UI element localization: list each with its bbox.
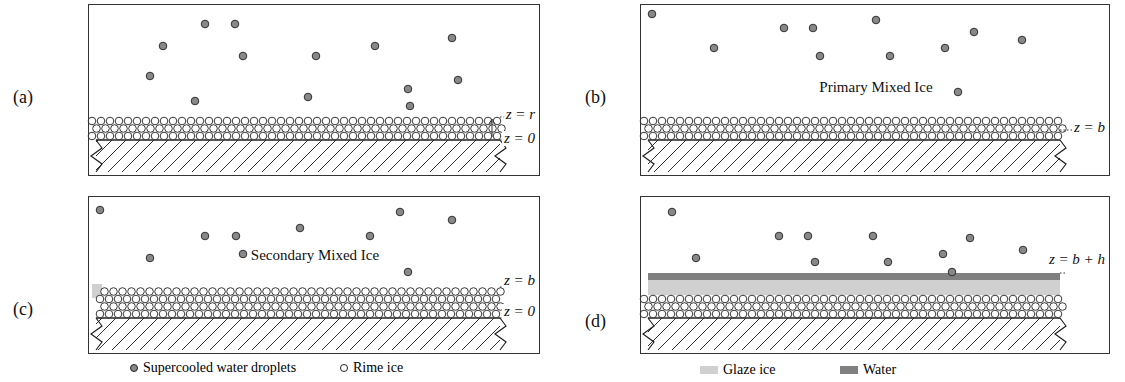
level-label: z = 0 xyxy=(502,131,537,146)
level-label: z = r xyxy=(504,107,537,122)
legend-item: Glaze ice xyxy=(700,362,775,378)
legend-item: Water xyxy=(840,362,896,378)
legend-text: Water xyxy=(863,362,896,378)
level-leaders xyxy=(500,117,1076,318)
diagram-panel: (c)Secondary Mixed Icez = bz = 0 xyxy=(88,196,540,354)
legend-text: Rime ice xyxy=(353,360,403,376)
legend-symbol xyxy=(340,364,348,372)
rime-ice xyxy=(88,117,1066,318)
level-label: z = b xyxy=(1072,120,1107,135)
legend-swatch xyxy=(840,366,858,374)
legend-swatch xyxy=(700,366,718,374)
level-label: z = 0 xyxy=(502,304,537,319)
diagram-panel: (b)Primary Mixed Icez = b xyxy=(640,4,1110,176)
diagram-panel: (d)z = b + h xyxy=(640,196,1110,354)
legend-item: Rime ice xyxy=(340,360,403,376)
water-droplets xyxy=(96,10,1027,276)
region-title: Secondary Mixed Ice xyxy=(248,247,382,264)
ice-bands xyxy=(92,273,1060,298)
legend-symbol xyxy=(130,364,138,372)
panel-label: (c) xyxy=(13,300,33,318)
r-arrow xyxy=(489,119,495,137)
legend-item: Supercooled water droplets xyxy=(130,360,296,376)
panel-label: (a) xyxy=(13,88,33,106)
panel-label: (d) xyxy=(585,312,606,330)
ground xyxy=(91,140,1066,350)
legend-text: Glaze ice xyxy=(723,362,775,378)
level-label: z = b + h xyxy=(1047,252,1107,267)
legend-text: Supercooled water droplets xyxy=(143,360,296,376)
region-title: Primary Mixed Ice xyxy=(816,79,935,96)
panel-label: (b) xyxy=(585,88,606,106)
level-label: z = b xyxy=(502,273,537,288)
diagram-panel: (a)z = rz = 0 xyxy=(88,4,540,176)
